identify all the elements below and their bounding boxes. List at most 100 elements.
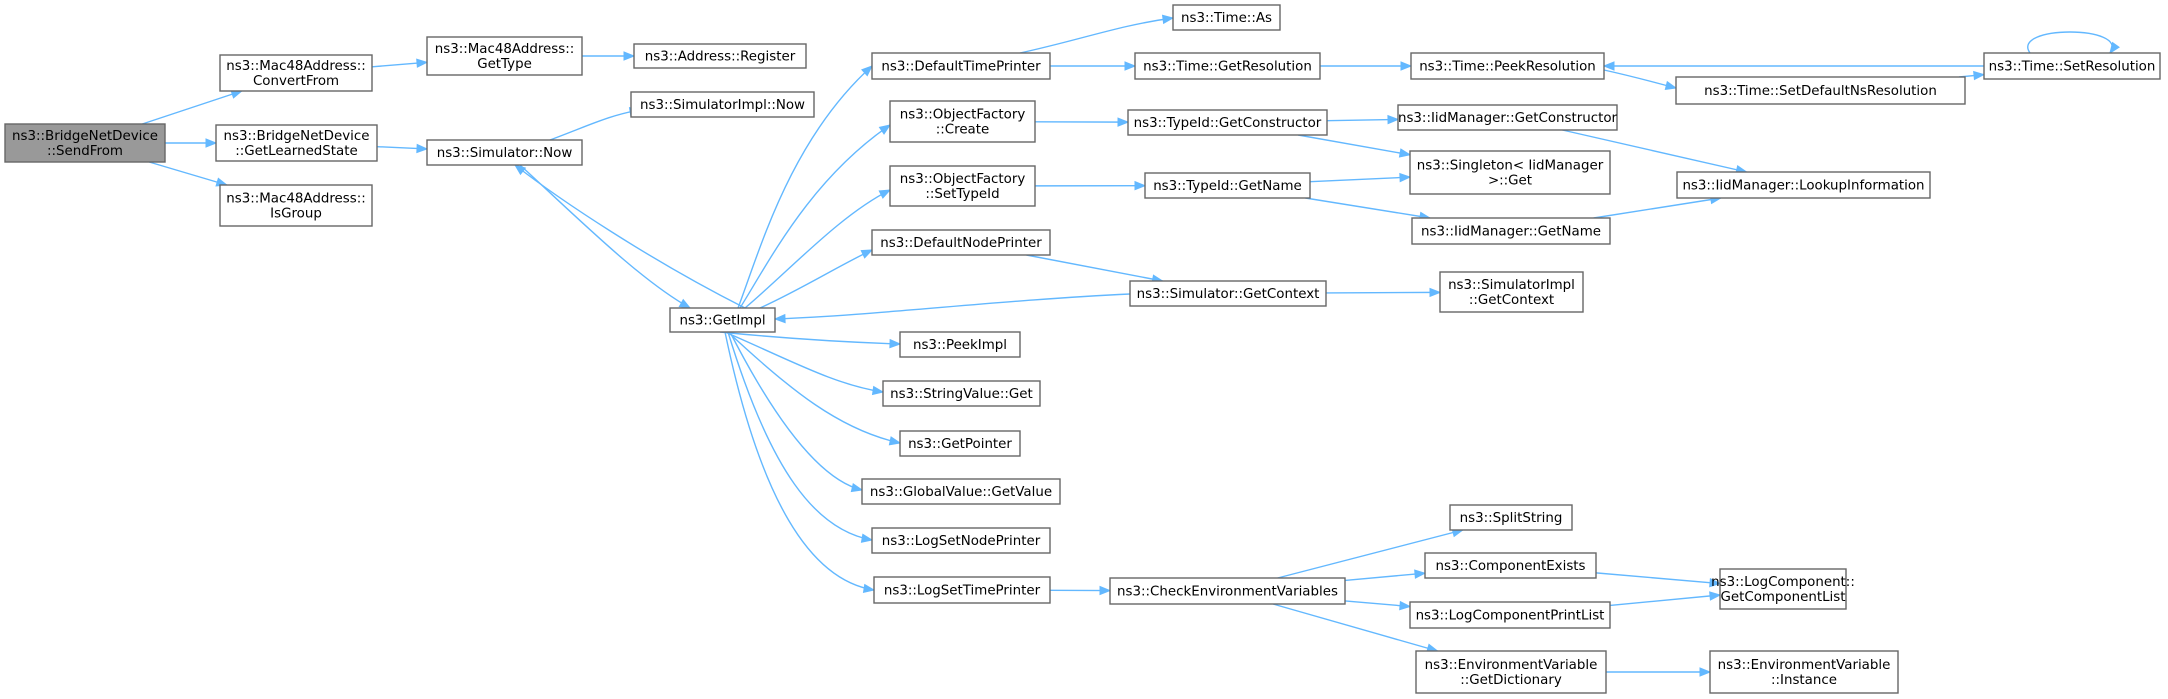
node-box [889, 165, 1036, 207]
arrowhead [205, 138, 218, 148]
arrowhead [2109, 41, 2120, 55]
edge-n24-n35 [1344, 600, 1412, 611]
node-box [899, 331, 1021, 358]
node-n20[interactable]: ns3::Time::GetResolution [1134, 52, 1321, 80]
node-box [426, 36, 583, 76]
node-label: ns3::LogComponent:: [1711, 575, 1855, 590]
node-n38[interactable]: ns3::EnvironmentVariable::Instance [1709, 650, 1899, 694]
node-label: ns3::Mac48Address:: [435, 42, 575, 57]
node-n37[interactable]: ns3::LogComponent::GetComponentList [1711, 568, 1855, 610]
node-n36[interactable]: ns3::EnvironmentVariable::GetDictionary [1415, 650, 1607, 694]
node-box [4, 123, 166, 163]
node-n32[interactable]: ns3::SimulatorImpl::GetContext [1439, 271, 1584, 313]
node-n31[interactable]: ns3::IidManager::GetName [1411, 217, 1611, 245]
node-label: ns3::Simulator::GetContext [1137, 287, 1320, 302]
node-box [633, 43, 807, 69]
arrowhead [889, 338, 902, 349]
node-box [899, 430, 1021, 457]
node-n10[interactable]: ns3::ObjectFactory::Create [889, 100, 1036, 143]
node-box [215, 124, 378, 162]
node-box [871, 52, 1051, 80]
node-n12[interactable]: ns3::DefaultNodePrinter [871, 229, 1051, 256]
node-label: ns3::Singleton< IidManager [1417, 159, 1604, 174]
node-n26[interactable]: ns3::Time::SetDefaultNsResolution [1675, 76, 1966, 105]
node-n2[interactable]: ns3::BridgeNetDevice::GetLearnedState [215, 124, 378, 162]
edge-n8-n10 [739, 124, 892, 309]
edge-n18-n24 [1049, 585, 1112, 596]
edge-line [148, 161, 227, 186]
node-box [426, 139, 583, 166]
node-n3[interactable]: ns3::Mac48Address::IsGroup [219, 184, 373, 227]
node-n28[interactable]: ns3::IidManager::GetConstructor [1397, 104, 1618, 131]
node-label: >::Get [1488, 174, 1532, 189]
node-n34[interactable]: ns3::ComponentExists [1424, 552, 1597, 579]
node-n13[interactable]: ns3::PeekImpl [899, 331, 1021, 358]
node-label: ns3::IidManager::GetConstructor [1398, 111, 1618, 126]
node-n27[interactable]: ns3::Time::SetResolution [1983, 52, 2161, 80]
arrowhead [1399, 600, 1412, 611]
arrowhead [1709, 577, 1722, 588]
edge-line [1019, 17, 1174, 54]
edge-line [1305, 197, 1431, 219]
node-box [219, 54, 373, 92]
arrowhead [860, 249, 874, 259]
node-box [1675, 76, 1966, 105]
node-n15[interactable]: ns3::GetPointer [899, 430, 1021, 457]
node-n35[interactable]: ns3::LogComponentPrintList [1409, 601, 1611, 629]
edge-line [549, 109, 641, 141]
edge-line [1309, 176, 1411, 183]
edge-line [1325, 291, 1441, 294]
node-n14[interactable]: ns3::StringValue::Get [882, 380, 1041, 407]
node-n11[interactable]: ns3::ObjectFactory::SetTypeId [889, 165, 1036, 207]
node-box [1983, 52, 2161, 80]
node-n18[interactable]: ns3::LogSetTimePrinter [873, 576, 1051, 604]
node-label: ns3::IidManager::LookupInformation [1682, 179, 1924, 194]
edge-n1-n4 [371, 58, 429, 68]
arrowhead [1400, 61, 1413, 71]
node-n33[interactable]: ns3::SplitString [1449, 504, 1573, 531]
node-n22[interactable]: ns3::TypeId::GetName [1144, 172, 1311, 199]
node-label: ns3::LogSetTimePrinter [884, 584, 1041, 599]
edge-n36-n38 [1606, 667, 1712, 677]
node-n30[interactable]: ns3::IidManager::LookupInformation [1676, 171, 1931, 199]
node-label: ns3::GetPointer [908, 437, 1012, 452]
arrowhead [871, 385, 885, 396]
node-label: GetComponentList [1720, 590, 1845, 605]
node-label: ns3::LogSetNodePrinter [882, 534, 1041, 549]
node-box [1409, 150, 1611, 195]
edge-n10-n21 [1034, 117, 1130, 127]
node-n24[interactable]: ns3::CheckEnvironmentVariables [1109, 577, 1346, 605]
node-n8[interactable]: ns3::GetImpl [669, 307, 776, 333]
node-n6[interactable]: ns3::Simulator::Now [426, 139, 583, 166]
node-n23[interactable]: ns3::Simulator::GetContext [1129, 280, 1327, 307]
arrowhead [1699, 667, 1712, 677]
node-n17[interactable]: ns3::LogSetNodePrinter [871, 527, 1051, 554]
edge-line [1277, 529, 1463, 579]
node-n19[interactable]: ns3::Time::As [1172, 4, 1281, 31]
arrowhead [1387, 114, 1400, 125]
node-n7[interactable]: ns3::SimulatorImpl::Now [630, 91, 815, 118]
node-label: ns3::SimulatorImpl::Now [640, 98, 805, 113]
edge-n24-n34 [1344, 569, 1427, 582]
edge-n20-n25 [1320, 61, 1413, 71]
node-n16[interactable]: ns3::GlobalValue::GetValue [861, 478, 1061, 505]
node-label: ::GetDictionary [1460, 673, 1562, 688]
edge-line [727, 331, 901, 444]
node-n5[interactable]: ns3::Address::Register [633, 43, 807, 69]
node-n4[interactable]: ns3::Mac48Address::GetType [426, 36, 583, 76]
edge-n25-n26 [1603, 69, 1678, 91]
node-box [1719, 568, 1847, 610]
arrowhead [678, 298, 692, 309]
node-label: ns3::ObjectFactory [900, 172, 1026, 187]
arrowhead [878, 124, 892, 135]
edge-n8-n16 [729, 331, 864, 493]
node-n1[interactable]: ns3::Mac48Address::ConvertFrom [219, 54, 373, 92]
node-n25[interactable]: ns3::Time::PeekResolution [1410, 52, 1605, 80]
node-n9[interactable]: ns3::DefaultTimePrinter [871, 52, 1051, 80]
node-label: ns3::BridgeNetDevice [12, 129, 158, 144]
node-n21[interactable]: ns3::TypeId::GetConstructor [1127, 109, 1328, 136]
node-n29[interactable]: ns3::Singleton< IidManager>::Get [1409, 150, 1611, 195]
edge-n22-n31 [1305, 197, 1432, 222]
edge-n0-n2 [165, 138, 218, 148]
